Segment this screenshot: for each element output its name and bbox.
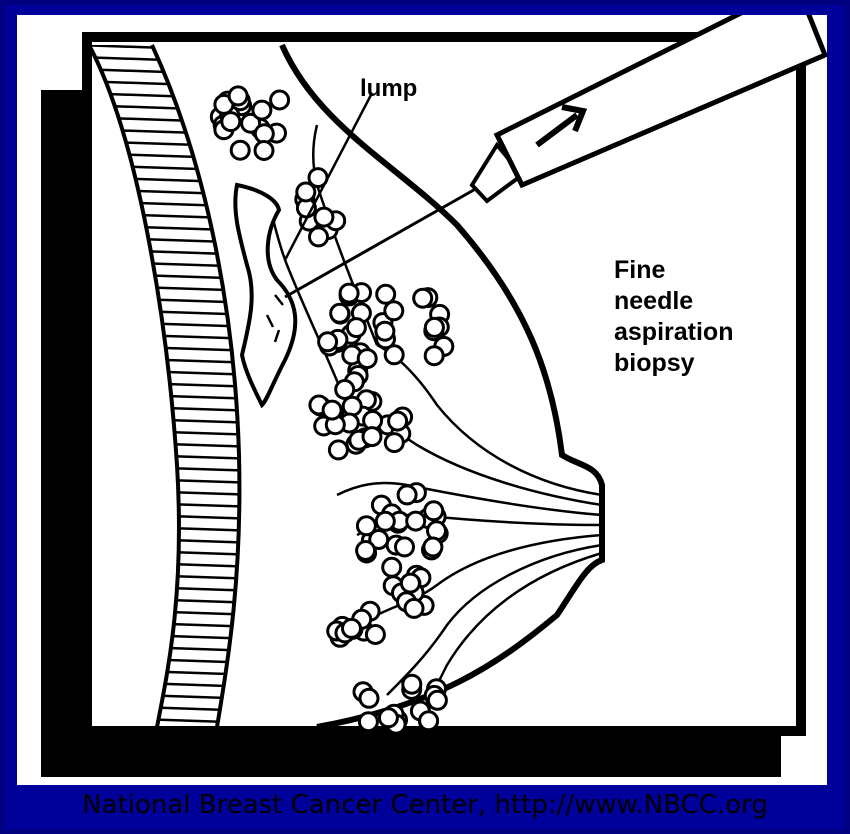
lobule-acinus <box>315 208 333 226</box>
lobule-acinus <box>255 142 273 160</box>
lobule-acinus <box>323 401 341 419</box>
lobule-acinus <box>389 412 407 430</box>
lobule-acinus <box>401 574 419 592</box>
lobule-acinus <box>231 141 249 159</box>
lobule-acinus <box>420 712 438 730</box>
lump-label: lump <box>360 75 417 103</box>
procedure-label: Fine needle aspiration biopsy <box>614 255 733 379</box>
lobule-acinus <box>428 691 446 709</box>
lobule-acinus <box>329 441 347 459</box>
lobule-acinus <box>398 486 416 504</box>
lobule-acinus <box>359 713 377 731</box>
lobule-acinus <box>363 428 381 446</box>
lobule-acinus <box>376 322 394 340</box>
lobule-acinus <box>310 228 328 246</box>
lobule-acinus <box>396 538 414 556</box>
lobule-acinus <box>385 346 403 364</box>
lobule-acinus <box>403 675 421 693</box>
lobule-acinus <box>271 91 289 109</box>
lobule-acinus <box>379 709 397 727</box>
lobule-acinus <box>340 284 358 302</box>
lobule-acinus <box>253 101 271 119</box>
lobule-acinus <box>331 304 349 322</box>
lobule-acinus <box>425 318 443 336</box>
lobule-acinus <box>366 626 384 644</box>
lobule-acinus <box>425 502 443 520</box>
lobule-acinus <box>255 125 273 143</box>
lobule-acinus <box>407 512 425 530</box>
lobule-acinus <box>425 347 443 365</box>
lobule-acinus <box>424 538 442 556</box>
lobule-acinus <box>319 333 337 351</box>
lobule-acinus <box>229 87 247 105</box>
lobule-acinus <box>385 302 403 320</box>
source-caption: National Breast Cancer Center, http://ww… <box>0 790 850 834</box>
lobule-acinus <box>343 619 361 637</box>
breast-anatomy-diagram <box>17 15 827 785</box>
lobule-acinus <box>358 350 376 368</box>
lobule-acinus <box>336 381 354 399</box>
lobule-acinus <box>385 434 403 452</box>
lobule-acinus <box>357 542 375 560</box>
lobule-acinus <box>414 289 432 307</box>
figure-panel: lump Fine needle aspiration biopsy <box>17 15 827 785</box>
lobule-acinus <box>360 689 378 707</box>
lobule-acinus <box>347 319 365 337</box>
lobule-acinus <box>383 558 401 576</box>
lobule-acinus <box>376 512 394 530</box>
lobule-acinus <box>222 113 240 131</box>
lobule-acinus <box>405 599 423 617</box>
